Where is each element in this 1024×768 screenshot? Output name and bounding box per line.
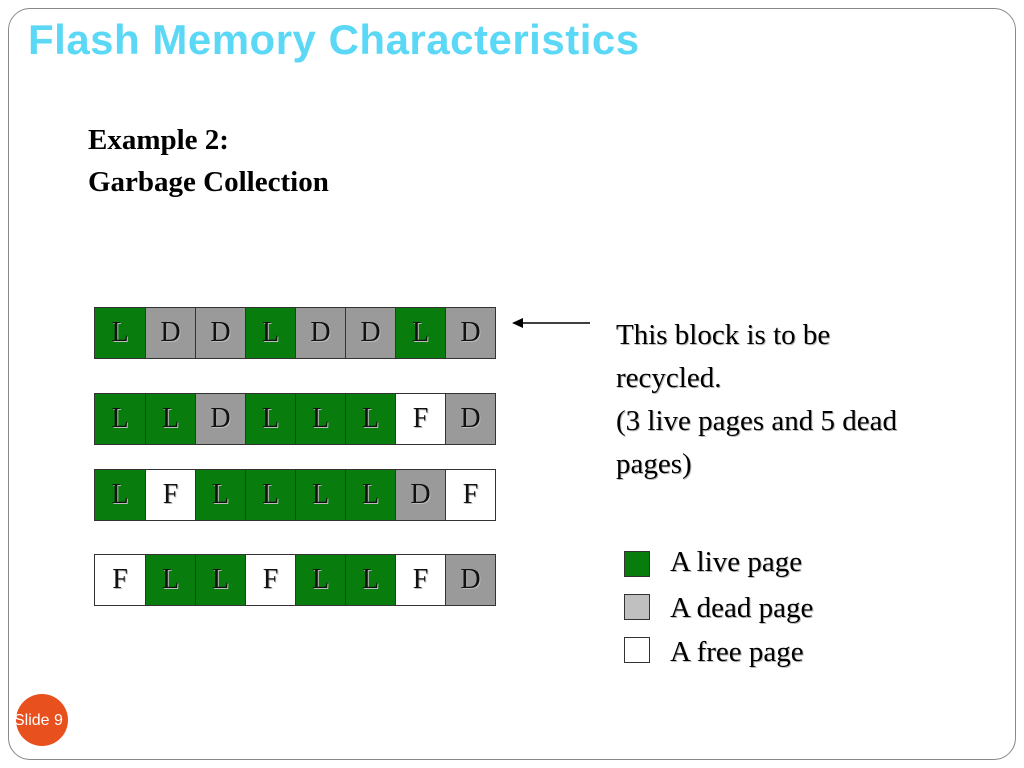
page-cell: L [245,470,295,520]
page-cell: D [445,308,495,358]
page-cell: L [345,470,395,520]
legend-swatch-free [624,637,650,663]
slide-number: Slide 9 [14,712,63,729]
page-cell: F [445,470,495,520]
slide-number-badge [16,694,68,746]
page-cell: D [445,555,495,605]
page-cell: L [95,394,145,444]
page-cell: F [245,555,295,605]
note-line: This block is to be [616,319,831,351]
page-cell: L [145,394,195,444]
page-cell: L [245,308,295,358]
legend-swatch-dead [624,594,650,620]
page-cell: D [145,308,195,358]
page-cell: L [195,555,245,605]
page-cell: D [395,470,445,520]
page-cell: D [195,308,245,358]
left-arrow-icon [512,318,590,328]
page-cell: F [95,555,145,605]
example-heading: Example 2: [88,124,229,156]
legend-swatch-live [624,551,650,577]
legend-label-free: A free page [670,636,804,668]
page-cell: L [145,555,195,605]
recycle-note: This block is to be recycled. (3 live pa… [616,314,976,486]
page-cell: L [295,555,345,605]
page-cell: L [345,555,395,605]
page-cell: L [195,470,245,520]
page-cell: L [245,394,295,444]
page-cell: F [145,470,195,520]
legend-label-live: A live page [670,546,803,578]
note-line: pages) [616,448,692,480]
page-cell: D [295,308,345,358]
page-cell: F [395,555,445,605]
page-cell: L [395,308,445,358]
page-cell: L [295,470,345,520]
example-subheading: Garbage Collection [88,166,329,198]
slide-title: Flash Memory Characteristics [28,16,640,63]
slide-frame [8,8,1016,760]
legend-label-dead: A dead page [670,592,814,624]
page-cell: D [195,394,245,444]
page-cell: L [95,470,145,520]
page-cell: F [395,394,445,444]
note-line: (3 live pages and 5 dead [616,405,898,437]
page-cell: L [295,394,345,444]
page-cell: L [345,394,395,444]
page-cell: D [345,308,395,358]
page-cell: L [95,308,145,358]
page-cell: D [445,394,495,444]
note-line: recycled. [616,362,722,394]
